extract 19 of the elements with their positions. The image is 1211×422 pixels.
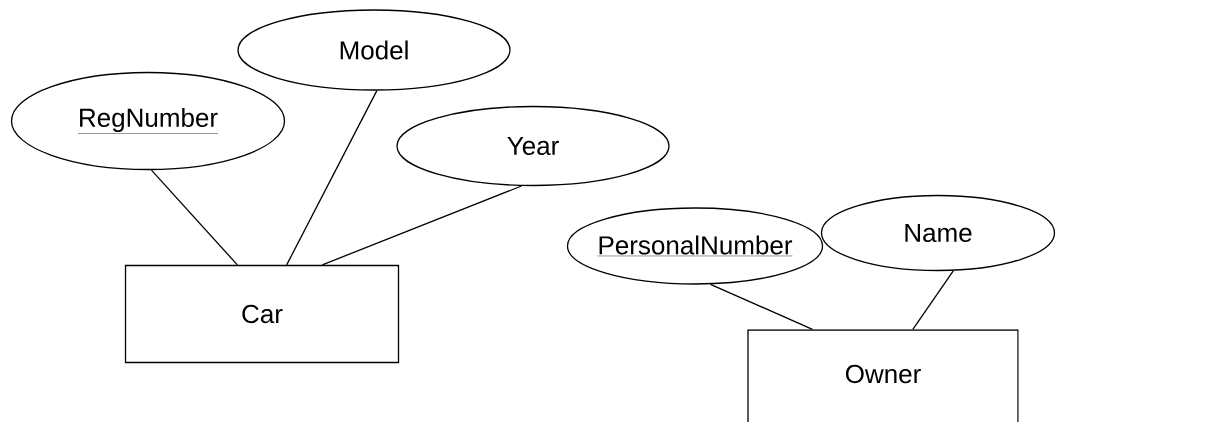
connector-line: [150, 169, 238, 266]
node-label: Owner: [845, 364, 921, 384]
node-label: Car: [242, 304, 283, 324]
connector-line: [912, 270, 954, 330]
node-label: Year: [507, 136, 559, 156]
node-label: PersonalNumber: [597, 235, 793, 257]
attribute-ellipse: [237, 9, 511, 91]
key-attribute-ellipse: [10, 71, 286, 171]
connector-line: [321, 185, 523, 266]
attribute-ellipse: [396, 105, 670, 187]
node-label: Model: [340, 40, 408, 60]
key-attribute-ellipse: [566, 207, 824, 285]
connector-line: [286, 90, 378, 266]
connector-line: [709, 283, 814, 330]
node-label: RegNumber: [77, 107, 219, 134]
node-label: Name: [905, 223, 972, 243]
entity-box: [124, 264, 400, 364]
entity-box: [747, 329, 1019, 422]
attribute-ellipse: [820, 194, 1056, 272]
